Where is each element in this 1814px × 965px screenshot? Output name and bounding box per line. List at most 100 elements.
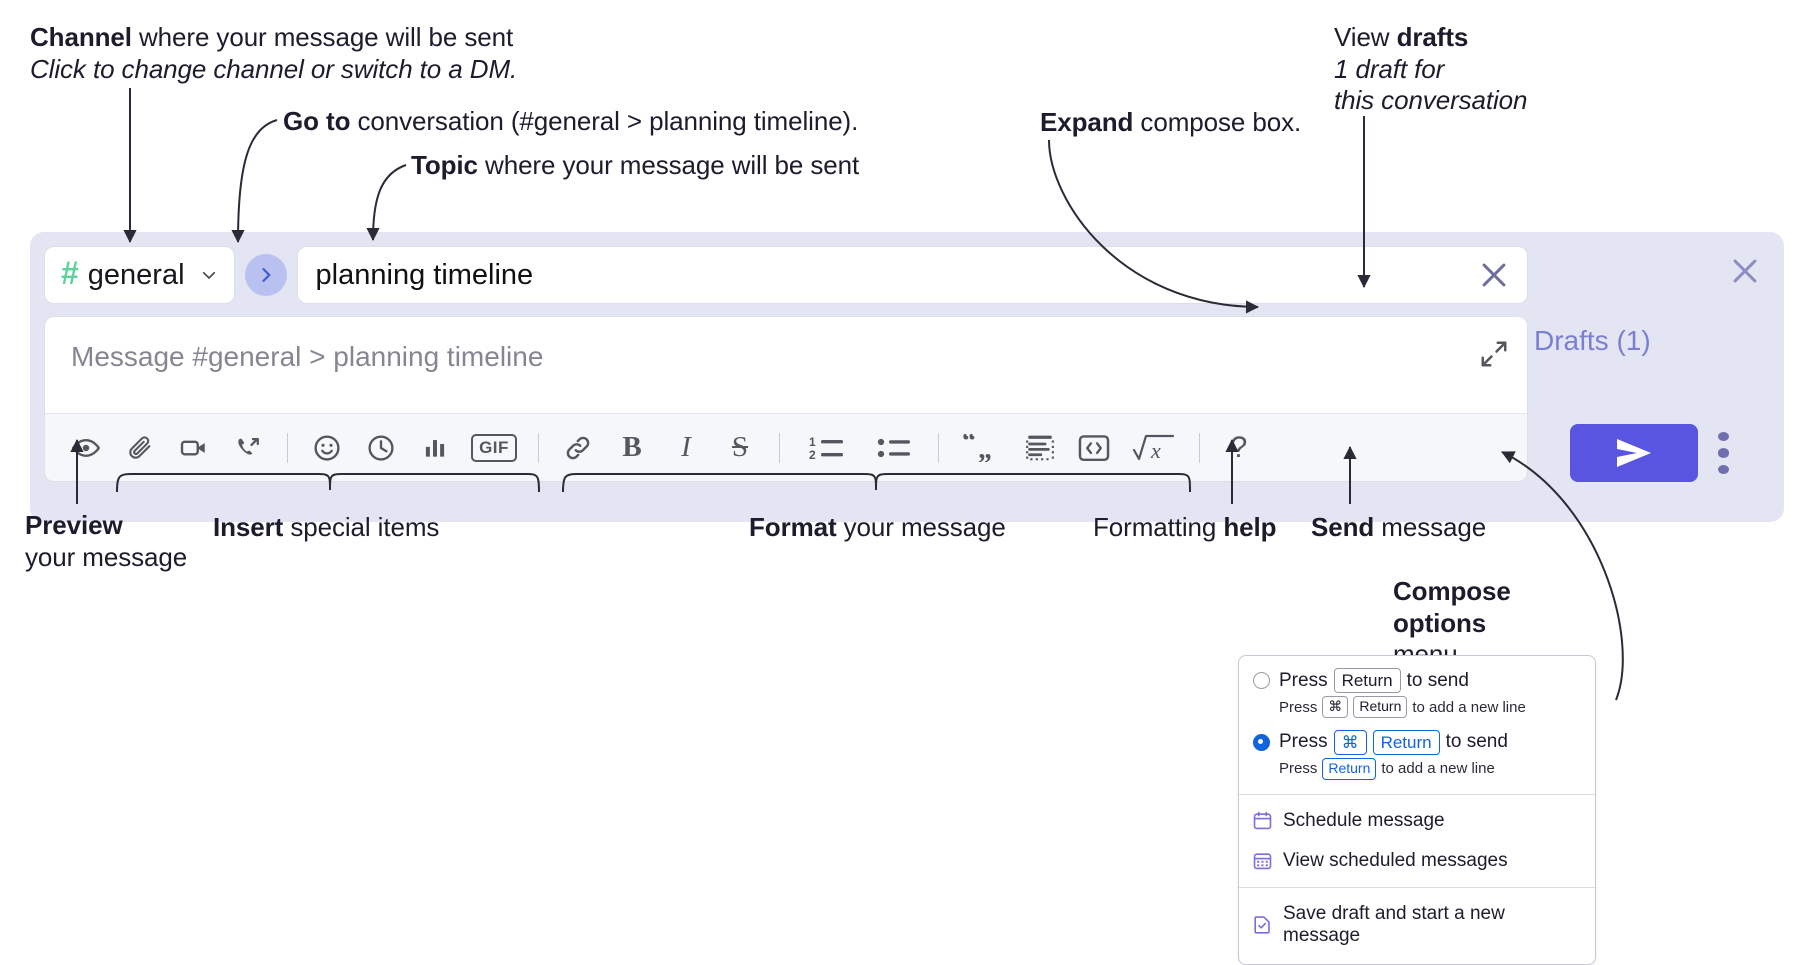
send-shortcut-options: Press Return to send Press ⌘ Return to a…	[1239, 656, 1595, 794]
kebab-dot	[1717, 448, 1729, 458]
menu-item-schedule-message[interactable]: Schedule message	[1239, 801, 1595, 841]
formatting-toolbar: GIF B I S	[45, 413, 1527, 481]
menu-item-label: Schedule message	[1283, 809, 1445, 831]
toolbar-divider	[938, 432, 939, 463]
send-option-return-sub: Press ⌘ Return to add a new line	[1279, 696, 1581, 718]
gif-icon[interactable]: GIF	[462, 423, 526, 473]
annotation-format: Format your message	[749, 512, 1006, 544]
compose-options-button[interactable]	[1708, 432, 1738, 474]
math-formula-icon[interactable]: x	[1121, 423, 1187, 473]
kebab-dot	[1717, 464, 1729, 474]
expand-icon[interactable]	[1479, 339, 1509, 369]
annotation-compose-options-strong1: Compose	[1393, 576, 1511, 606]
send-option-cmd-return[interactable]: Press ⌘ Return to send	[1253, 729, 1581, 755]
drafts-link[interactable]: Drafts (1)	[1534, 325, 1651, 356]
annotation-insert: Insert special items	[213, 512, 439, 544]
annotation-expand-rest: compose box.	[1133, 107, 1302, 137]
menu-divider	[1239, 886, 1595, 888]
emoji-smiley-icon[interactable]	[300, 423, 354, 473]
key-command: ⌘	[1333, 729, 1367, 755]
strikethrough-icon[interactable]: S	[713, 423, 767, 473]
annotation-channel-rest: where your message will be sent	[131, 22, 514, 52]
bold-icon[interactable]: B	[605, 423, 659, 473]
svg-text:„: „	[978, 434, 992, 462]
annotation-send-strong: Send	[1311, 512, 1375, 542]
key-return: Return	[1353, 696, 1408, 718]
link-icon[interactable]	[551, 423, 605, 473]
key-command: ⌘	[1322, 696, 1349, 718]
preview-eye-icon[interactable]	[59, 423, 113, 473]
annotation-insert-strong: Insert	[213, 512, 284, 542]
menu-divider	[1239, 793, 1595, 795]
menu-item-label: Save draft and start a new message	[1283, 902, 1505, 946]
blockquote-icon[interactable]: “ „	[951, 423, 1013, 473]
send-button[interactable]	[1570, 424, 1698, 482]
annotation-preview: Preview your message	[25, 510, 187, 573]
tail-word: to send	[1406, 669, 1469, 691]
compose-header-row: # general planning timeline	[44, 246, 1528, 304]
code-block-icon[interactable]	[1013, 423, 1067, 473]
annotation-channel: Channel where your message will be sent …	[30, 22, 517, 85]
annotation-send-rest: message	[1374, 512, 1487, 542]
annotation-drafts: View drafts 1 draft for this conversatio…	[1334, 22, 1528, 117]
menu-item-label: View scheduled messages	[1283, 849, 1508, 871]
menu-item-save-draft[interactable]: Save draft and start a new message	[1239, 894, 1595, 956]
ordered-list-icon[interactable]: 1 2	[792, 423, 862, 473]
compose-options-menu: Press Return to send Press ⌘ Return to a…	[1238, 655, 1596, 965]
tail-word: to add a new line	[1381, 760, 1495, 778]
goto-conversation-button[interactable]	[244, 254, 287, 296]
annotation-topic: Topic where your message will be sent	[411, 150, 859, 182]
annotation-preview-strong: Preview	[25, 510, 123, 540]
send-option-cmd-return-sub: Press Return to add a new line	[1279, 758, 1581, 780]
key-return: Return	[1333, 668, 1401, 694]
compose-panel: # general planning timeline Message #gen…	[30, 232, 1784, 522]
annotation-compose-options-strong2: options	[1393, 607, 1487, 638]
svg-text:x: x	[1150, 438, 1161, 463]
bulleted-list-icon[interactable]	[862, 423, 926, 473]
audio-call-icon[interactable]	[221, 423, 275, 473]
annotation-help-strong: help	[1223, 512, 1277, 542]
annotation-goto: Go to conversation (#general > planning …	[283, 106, 858, 138]
strike-label: S	[731, 431, 749, 463]
annotation-expand: Expand compose box.	[1040, 107, 1301, 139]
inline-code-icon[interactable]	[1067, 423, 1121, 473]
help-label: ?	[1230, 430, 1248, 464]
svg-text:2: 2	[809, 448, 816, 462]
send-option-return-label: Press Return to send	[1279, 668, 1469, 694]
calendar-schedule-icon	[1253, 811, 1272, 830]
topic-field[interactable]: planning timeline	[296, 246, 1528, 304]
annotation-goto-rest: conversation (#general > planning timeli…	[350, 106, 859, 136]
toolbar-divider	[779, 432, 780, 463]
schedule-group: Schedule message View scheduled messages	[1239, 795, 1595, 887]
leader-topic	[366, 164, 407, 241]
clock-icon[interactable]	[354, 423, 408, 473]
toolbar-divider	[287, 432, 288, 463]
annotation-format-rest: your message	[836, 512, 1006, 542]
help-question-icon[interactable]: ?	[1212, 423, 1266, 473]
close-icon[interactable]	[1477, 258, 1511, 292]
tail-word: to add a new line	[1412, 698, 1526, 716]
radio-unselected[interactable]	[1253, 672, 1270, 690]
hash-icon: #	[61, 255, 79, 291]
annotation-drafts-italic1: 1 draft for	[1334, 53, 1445, 84]
radio-selected[interactable]	[1253, 733, 1270, 751]
poll-bar-chart-icon[interactable]	[408, 423, 462, 473]
video-camera-icon[interactable]	[167, 423, 221, 473]
press-word: Press	[1279, 698, 1318, 716]
calendar-grid-icon	[1253, 853, 1272, 870]
annotation-help: Formatting help	[1093, 512, 1277, 544]
attachment-paperclip-icon[interactable]	[113, 423, 167, 473]
chevron-down-icon	[202, 271, 215, 279]
italic-icon[interactable]: I	[659, 423, 713, 473]
close-icon[interactable]	[1728, 254, 1762, 288]
send-option-cmd-return-label: Press ⌘ Return to send	[1279, 729, 1508, 755]
send-paper-plane-icon	[1617, 439, 1651, 467]
send-option-return[interactable]: Press Return to send	[1253, 668, 1581, 694]
gif-label: GIF	[471, 433, 517, 462]
annotation-topic-strong: Topic	[411, 150, 478, 180]
key-return: Return	[1372, 729, 1440, 755]
menu-item-view-scheduled-messages[interactable]: View scheduled messages	[1239, 841, 1595, 881]
message-input-area[interactable]: Message #general > planning timeline	[44, 316, 1528, 482]
annotation-preview-rest: your message	[25, 541, 188, 572]
channel-selector[interactable]: # general	[44, 246, 235, 304]
